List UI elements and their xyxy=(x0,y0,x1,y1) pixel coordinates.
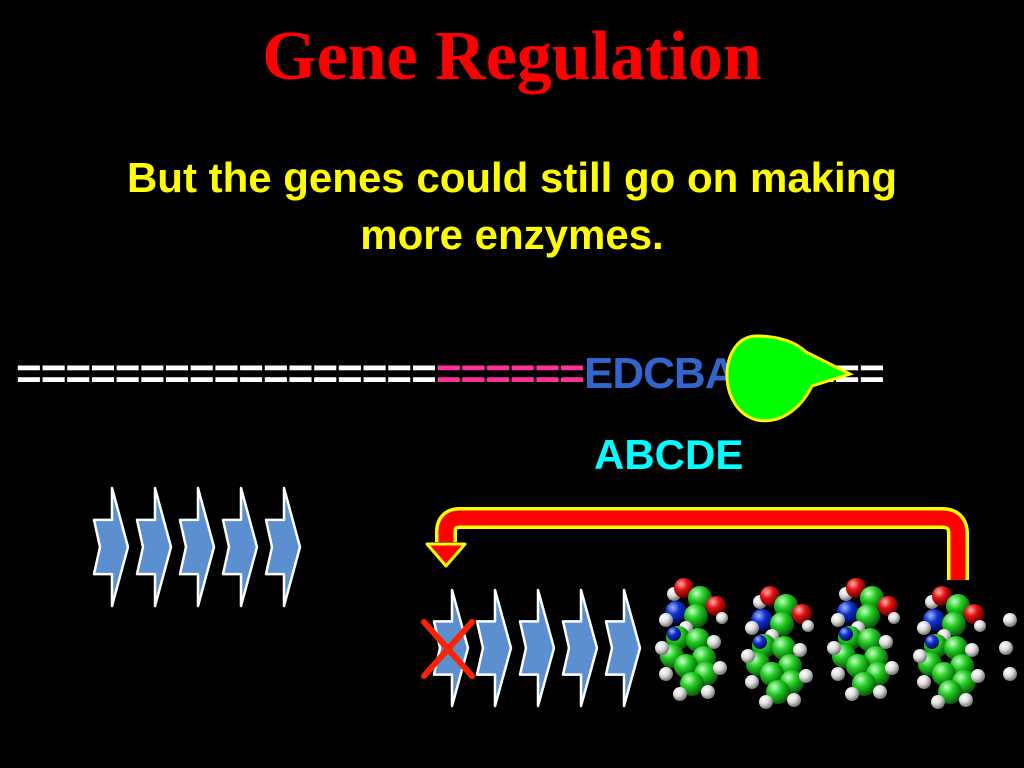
product-molecule-2 xyxy=(741,586,814,709)
product-molecule-1 xyxy=(655,578,728,701)
enzyme-arrow-bottom-2 xyxy=(475,588,513,708)
feedback-arrow-head xyxy=(425,542,467,568)
dna-gene-letters-hidden: DCB xyxy=(612,349,705,398)
dna-segment-plain: ================= xyxy=(16,349,437,398)
product-molecule-5 xyxy=(999,613,1017,681)
subtitle-line-1: But the genes could still go on making xyxy=(126,154,898,201)
x-mark-icon xyxy=(421,619,475,679)
enzyme-arrow-top-1 xyxy=(92,486,130,608)
enzyme-arrows-free xyxy=(92,486,302,608)
enzyme-arrow-top-4 xyxy=(221,486,259,608)
ribosome-repressor-blob xyxy=(725,334,854,423)
enzyme-arrow-top-3 xyxy=(178,486,216,608)
dna-segment-operator: ====== xyxy=(435,349,585,398)
product-molecules xyxy=(655,578,1017,709)
slide-subtitle: But the genes could still go on making m… xyxy=(20,150,1004,263)
feedback-arrow xyxy=(435,507,969,580)
enzyme-arrow-bottom-5 xyxy=(604,588,642,708)
enzyme-arrows-with-product xyxy=(432,588,642,708)
product-molecule-3 xyxy=(827,578,900,701)
feedback-arrow-body xyxy=(438,510,966,580)
dna-gene-letter-e: E xyxy=(584,349,613,398)
subtitle-line-2: more enzymes. xyxy=(360,210,664,258)
enzyme-arrow-bottom-3 xyxy=(518,588,556,708)
mrna-label: ABCDE xyxy=(594,431,744,478)
enzyme-arrow-bottom-4 xyxy=(561,588,599,708)
enzyme-arrow-top-5 xyxy=(264,486,302,608)
enzyme-arrow-top-2 xyxy=(135,486,173,608)
slide-title: Gene Regulation xyxy=(262,18,762,95)
product-molecule-4 xyxy=(913,586,986,709)
